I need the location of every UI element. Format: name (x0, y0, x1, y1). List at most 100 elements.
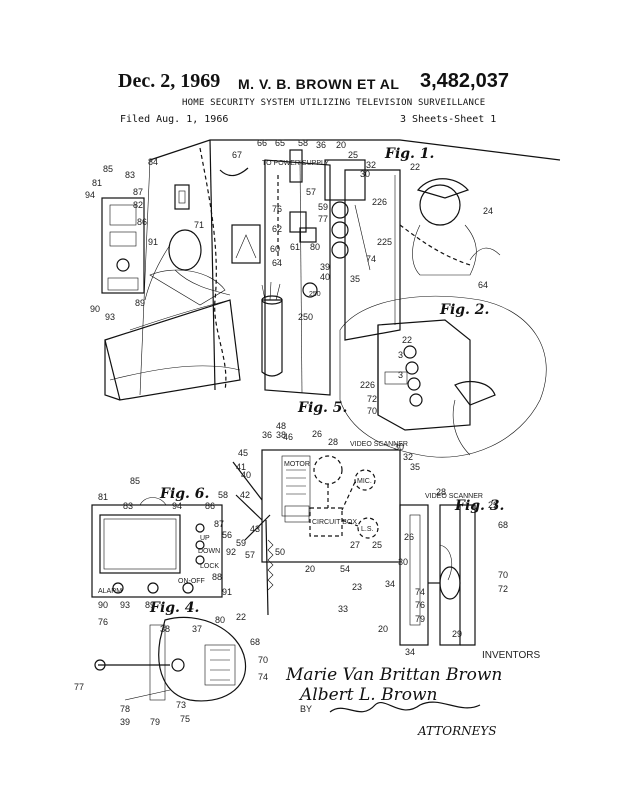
svg-text:80: 80 (310, 242, 320, 252)
svg-text:35: 35 (350, 274, 360, 284)
svg-text:81: 81 (98, 492, 108, 502)
svg-text:74: 74 (415, 587, 425, 597)
svg-text:90: 90 (98, 600, 108, 610)
svg-text:83: 83 (125, 170, 135, 180)
alarm-label: ALARM (98, 588, 122, 595)
fig3-label: Fig. 3. (454, 498, 504, 514)
svg-text:82: 82 (133, 200, 143, 210)
svg-text:57: 57 (306, 187, 316, 197)
svg-text:74: 74 (366, 254, 376, 264)
svg-text:30: 30 (398, 557, 408, 567)
fig5-label: Fig. 5. (297, 400, 347, 416)
svg-text:26: 26 (404, 532, 414, 542)
svg-text:71: 71 (194, 220, 204, 230)
figure-3-section (399, 504, 476, 646)
svg-text:87: 87 (133, 187, 143, 197)
svg-text:89: 89 (135, 298, 145, 308)
svg-text:32: 32 (366, 160, 376, 170)
svg-text:22: 22 (488, 500, 498, 510)
svg-text:84: 84 (148, 157, 158, 167)
svg-text:250: 250 (298, 312, 313, 322)
mic-label: MIC. (357, 478, 372, 485)
svg-text:72: 72 (367, 394, 377, 404)
svg-text:79: 79 (150, 717, 160, 727)
svg-text:3: 3 (398, 350, 403, 360)
svg-text:28: 28 (328, 437, 338, 447)
attorney-signature (329, 701, 481, 713)
svg-text:33: 33 (338, 604, 348, 614)
svg-text:34: 34 (405, 647, 415, 657)
svg-text:27: 27 (350, 540, 360, 550)
svg-text:94: 94 (85, 190, 95, 200)
svg-text:39: 39 (320, 262, 330, 272)
patent-date: Dec. 2, 1969 (118, 70, 221, 92)
motor-label: MOTOR (284, 461, 310, 468)
svg-text:93: 93 (120, 600, 130, 610)
svg-text:40: 40 (320, 272, 330, 282)
figure-1-scene (101, 139, 561, 458)
svg-text:83: 83 (123, 501, 133, 511)
svg-text:85: 85 (130, 476, 140, 486)
svg-text:66: 66 (257, 138, 267, 148)
svg-text:79: 79 (415, 614, 425, 624)
svg-text:42: 42 (240, 490, 250, 500)
svg-text:22: 22 (402, 335, 412, 345)
svg-text:57: 57 (245, 550, 255, 560)
svg-text:59: 59 (236, 538, 246, 548)
svg-text:65: 65 (275, 138, 285, 148)
svg-text:64: 64 (272, 258, 282, 268)
svg-text:226: 226 (372, 197, 387, 207)
svg-text:25: 25 (372, 540, 382, 550)
fig4-label: Fig. 4. (149, 600, 199, 616)
lock-label: LOCK (200, 563, 219, 570)
svg-text:93: 93 (105, 312, 115, 322)
on-off-label: ON-OFF (178, 578, 205, 585)
fig6-label: Fig. 6. (159, 486, 209, 502)
svg-text:46: 46 (283, 432, 293, 442)
svg-text:41: 41 (236, 462, 246, 472)
svg-text:76: 76 (98, 617, 108, 627)
svg-text:76: 76 (272, 204, 282, 214)
svg-text:225: 225 (377, 237, 392, 247)
fig2-label: Fig. 2. (439, 302, 489, 318)
inventors-label: INVENTORS (482, 650, 540, 661)
svg-text:39: 39 (120, 717, 130, 727)
svg-text:72: 72 (498, 584, 508, 594)
svg-text:48: 48 (276, 421, 286, 431)
svg-text:91: 91 (148, 237, 158, 247)
svg-text:22: 22 (236, 612, 246, 622)
patent-title: HOME SECURITY SYSTEM UTILIZING TELEVISIO… (182, 98, 486, 108)
svg-text:37: 37 (192, 624, 202, 634)
svg-text:29: 29 (452, 629, 462, 639)
svg-text:68: 68 (250, 637, 260, 647)
svg-text:68: 68 (498, 520, 508, 530)
svg-text:81: 81 (92, 178, 102, 188)
svg-text:35: 35 (410, 462, 420, 472)
svg-text:28: 28 (436, 487, 446, 497)
ls-label: L.S. (361, 526, 374, 533)
svg-text:20: 20 (305, 564, 315, 574)
figure-6-console (91, 497, 223, 598)
sheet-count: 3 Sheets-Sheet 1 (400, 114, 497, 125)
inventor-heading: M. V. B. BROWN ET AL (238, 76, 400, 92)
svg-text:75: 75 (180, 714, 190, 724)
patent-number: 3,482,037 (420, 70, 509, 92)
svg-text:91: 91 (222, 587, 232, 597)
svg-text:58: 58 (218, 490, 228, 500)
video-scanner-label: VIDEO SCANNER (350, 441, 408, 448)
circuit-box-label: CIRCUIT BOX (312, 519, 357, 526)
svg-text:54: 54 (340, 564, 350, 574)
svg-text:30: 30 (360, 169, 370, 179)
svg-text:76: 76 (415, 600, 425, 610)
down-label: DOWN (198, 548, 220, 555)
video-scanner-fig3-label: VIDEO SCANNER (425, 493, 483, 500)
svg-text:20: 20 (378, 624, 388, 634)
svg-text:70: 70 (367, 406, 377, 416)
svg-text:43: 43 (250, 524, 260, 534)
svg-text:73: 73 (176, 700, 186, 710)
reference-numerals: 85 83 81 94 87 82 84 86 91 71 93 89 90 6… (74, 138, 508, 727)
svg-text:60: 60 (270, 244, 280, 254)
svg-text:64: 64 (478, 280, 488, 290)
attorneys-label: ATTORNEYS (417, 724, 497, 738)
svg-text:22: 22 (410, 162, 420, 172)
